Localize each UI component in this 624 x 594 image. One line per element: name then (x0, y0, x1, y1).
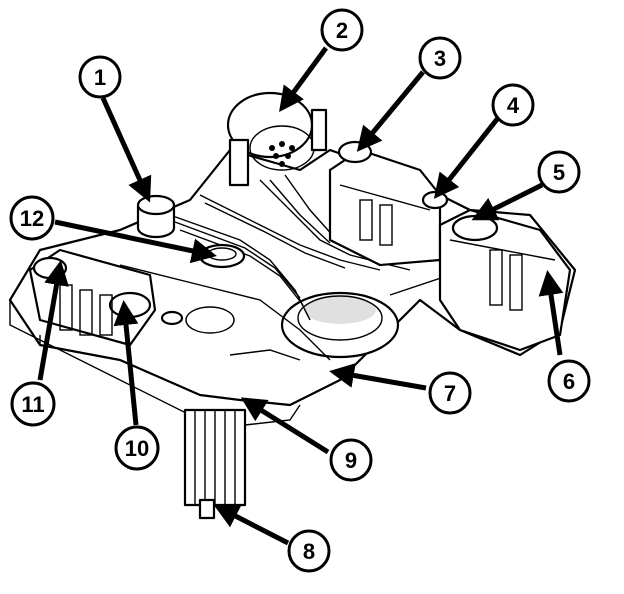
leader-3 (356, 70, 425, 152)
leader-lines (37, 46, 564, 546)
callout-11: 11 (10, 381, 56, 427)
callout-6-label: 6 (563, 369, 575, 394)
callout-8: 8 (287, 529, 331, 573)
valve-knob (136, 194, 176, 239)
leader-4 (433, 116, 500, 199)
callout-9: 9 (329, 438, 373, 482)
callout-10: 10 (114, 425, 160, 471)
leader-9 (240, 397, 330, 455)
leader-8 (213, 504, 290, 546)
callout-12-label: 12 (20, 206, 44, 231)
callout-11-label: 11 (21, 392, 44, 417)
callout-7-label: 7 (444, 381, 456, 406)
callout-1: 1 (78, 55, 122, 99)
leader-7 (329, 363, 427, 391)
callout-10-label: 10 (125, 436, 149, 461)
solenoid-assembly-right (328, 140, 449, 267)
circuit-traces (119, 174, 501, 361)
leader-11 (37, 260, 69, 381)
callout-markers: 1 2 3 4 5 6 7 8 (9, 8, 591, 573)
leader-5 (471, 182, 544, 221)
callout-1-label: 1 (94, 65, 106, 90)
callout-2-label: 2 (336, 18, 348, 43)
leader-12 (54, 219, 217, 264)
sensor-housing (438, 208, 572, 352)
callout-2: 2 (320, 8, 364, 52)
callout-3-label: 3 (434, 46, 446, 71)
center-opening (280, 291, 400, 359)
leader-6 (538, 270, 564, 356)
callout-4-label: 4 (507, 93, 520, 118)
callout-7: 7 (428, 371, 472, 415)
leader-10 (113, 300, 139, 426)
leader-1 (100, 96, 152, 203)
callout-5-label: 5 (553, 160, 565, 185)
small-port (185, 306, 235, 334)
callout-8-label: 8 (303, 539, 315, 564)
callout-12: 12 (9, 195, 55, 241)
lead-frame-connector (183, 408, 247, 520)
callout-9-label: 9 (345, 448, 357, 473)
callout-5: 5 (537, 150, 581, 194)
callout-6: 6 (547, 359, 591, 403)
leader-2 (279, 46, 329, 113)
callout-3: 3 (418, 36, 462, 80)
callout-4: 4 (491, 83, 535, 127)
